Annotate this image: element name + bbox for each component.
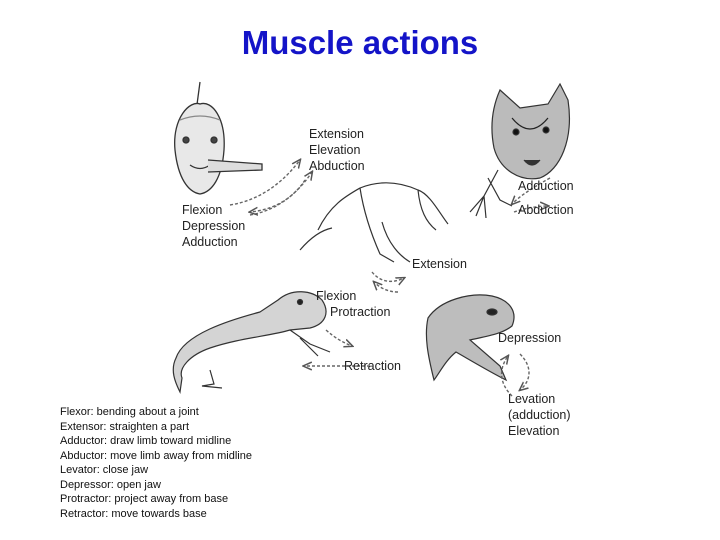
label-adduction-fish: Adduction	[182, 235, 238, 249]
label-abduction-opossum: Abduction	[518, 203, 574, 217]
definition-extensor: Extensor: straighten a part	[60, 420, 190, 433]
label-depression-snake: Depression	[498, 331, 561, 345]
definition-depressor: Depressor: open jaw	[60, 478, 161, 491]
mammal-illustration	[299, 182, 449, 263]
label-extension-mammal: Extension	[412, 257, 467, 271]
opossum-illustration	[469, 82, 570, 219]
definition-flexor: Flexor: bending about a joint	[60, 406, 199, 418]
snake-illustration	[425, 294, 515, 382]
mammal-leg-arrows	[371, 271, 404, 293]
fish-fin-arrows	[229, 160, 312, 215]
label-levation: Levation	[508, 392, 555, 406]
label-adduction-paren: (adduction)	[508, 408, 571, 422]
opossum-arrows	[512, 177, 551, 213]
definition-adductor: Adductor: draw limb toward midline	[60, 435, 232, 447]
label-elevation-snake: Elevation	[508, 424, 559, 438]
label-elevation-fish: Elevation	[309, 143, 360, 157]
label-retraction: Retraction	[344, 359, 401, 373]
definitions-list: Flexor: bending about a joint Extensor: …	[60, 405, 252, 521]
label-flexion-mammal: Flexion	[316, 289, 356, 303]
definition-levator: Levator: close jaw	[60, 464, 149, 476]
lizard-arrows	[304, 329, 370, 366]
snake-jaw-arrows	[502, 353, 530, 397]
definition-retractor: Retractor: move towards base	[60, 507, 207, 520]
label-depression-fish: Depression	[182, 219, 245, 233]
label-flexion-fish: Flexion	[182, 203, 222, 217]
definition-abductor: Abductor: move limb away from midline	[60, 449, 252, 462]
label-extension-fish: Extension	[309, 127, 364, 141]
label-protraction: Protraction	[330, 305, 390, 319]
fish-illustration	[174, 81, 263, 195]
lizard-illustration	[172, 291, 331, 394]
label-abduction-fish: Abduction	[309, 159, 365, 173]
definition-protractor: Protractor: project away from base	[60, 493, 229, 505]
label-adduction-opossum: Adduction	[518, 179, 574, 193]
page-title: Muscle actions	[241, 24, 479, 61]
